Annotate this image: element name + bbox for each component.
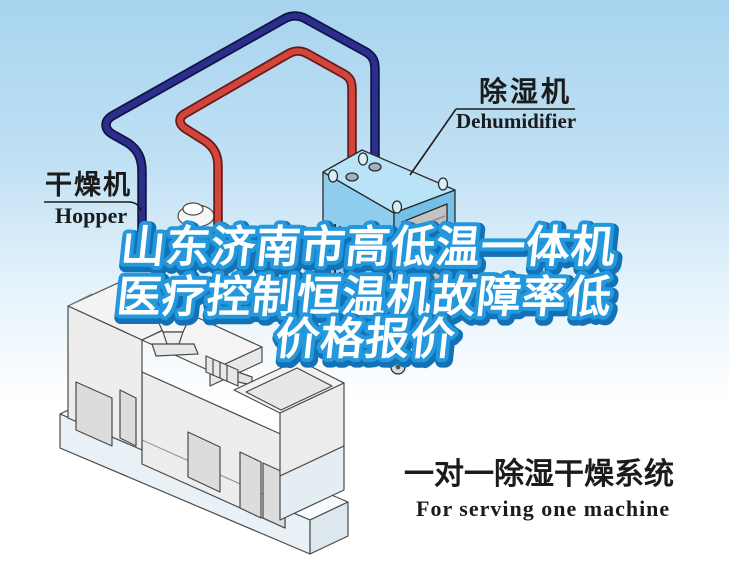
dryer-callout-line: [44, 201, 142, 212]
dehumidifier-unit: [322, 149, 456, 375]
overlay-line2-shadow: 医疗控制恒温机故障率低: [117, 276, 617, 325]
molding-machine-illustration: [59, 281, 349, 555]
lifting-eye: [437, 177, 449, 191]
overlay-title: 山东济南市高低温一体机 山东济南市高低温一体机 医疗控制恒温机故障率低 医疗控制…: [110, 219, 627, 373]
unit-top-face: [322, 149, 456, 214]
machine-window: [75, 381, 113, 447]
machine-window: [187, 431, 221, 493]
hopper-neck: [162, 331, 184, 345]
machine-base-right: [309, 501, 349, 555]
callout-lines: [44, 108, 575, 212]
machine-right-box-base: [279, 445, 345, 521]
hopper-funnel-rim: [146, 287, 200, 307]
overlay-line3: 价格报价: [273, 315, 458, 364]
overlay-line2: 医疗控制恒温机故障率低: [115, 273, 615, 322]
grille-slats: [403, 215, 446, 293]
hopper-assembly: [146, 202, 215, 357]
return-air-pipe: [177, 48, 355, 253]
pipe-fitting: [368, 162, 382, 172]
overlay-line1-shadow: 山东济南市高低温一体机: [121, 226, 621, 275]
air-grille: [401, 203, 448, 311]
machine-window: [239, 451, 262, 519]
dry-air-pipe: [103, 13, 378, 251]
hopper-flange: [151, 343, 199, 357]
machine-right-box-recess: [245, 367, 333, 411]
lifting-eye: [391, 200, 403, 214]
overlay-line3-shadow: 价格报价: [275, 318, 460, 367]
vent-slats: [329, 222, 386, 308]
dehumidifier-callout-pointer: [409, 108, 457, 176]
caption-zh: 一对一除湿干燥系统: [404, 458, 674, 491]
caption-en: For serving one machine: [416, 496, 671, 521]
dryer-label-en: Hopper: [55, 203, 128, 228]
lifting-eye: [327, 169, 339, 183]
overlay-line1: 山东济南市高低温一体机: [119, 223, 619, 272]
dehumidifier-label-zh: 除湿机: [479, 77, 573, 108]
pipe-fitting: [345, 172, 359, 182]
hopper-lid-cap: [182, 202, 204, 216]
machine-window: [119, 389, 137, 447]
dehumidifier-label-en: Dehumidifier: [456, 109, 577, 133]
pipes: [101, 11, 380, 255]
lifting-eye: [357, 152, 369, 166]
dryer-label-zh: 干燥机: [45, 170, 132, 200]
